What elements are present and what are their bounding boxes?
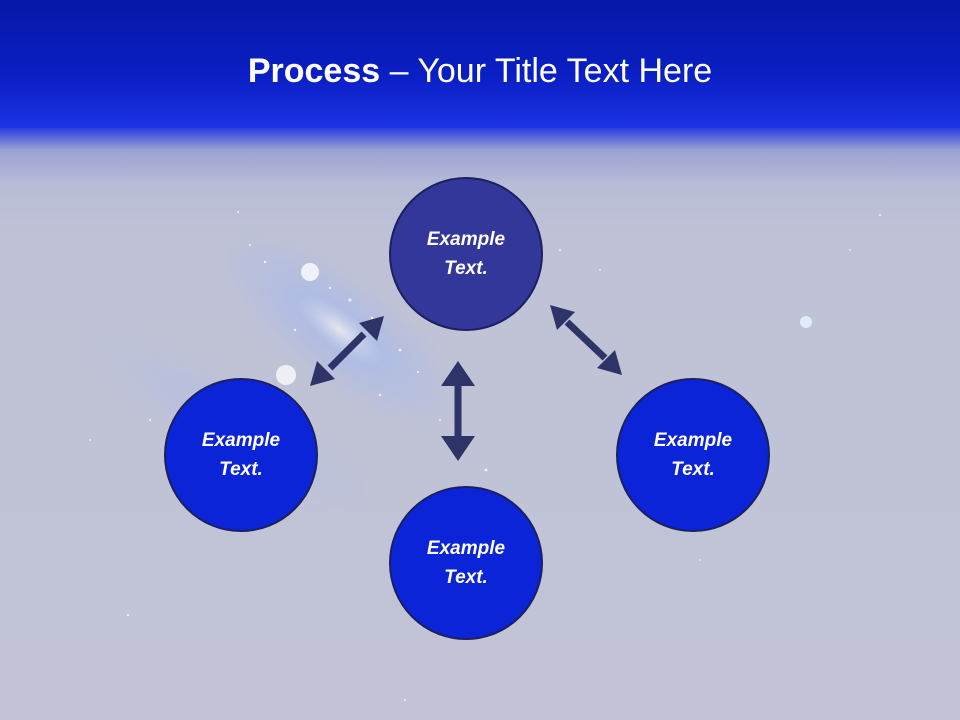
process-node-top: Example Text. <box>389 177 543 331</box>
arrow-top-left-shaft <box>327 331 367 371</box>
double-headed-arrow-icon <box>310 361 335 386</box>
node-text-line1: Example <box>201 430 281 451</box>
arrow-top-right-shaft <box>564 319 608 361</box>
process-node-bottom: Example Text. <box>389 486 543 640</box>
node-text-line1: Example <box>426 229 506 250</box>
node-text-line2: Text. <box>444 258 488 279</box>
node-text-line2: Text. <box>219 459 263 480</box>
node-text-line1: Example <box>426 538 506 559</box>
title-rest: – Your Title Text Here <box>380 52 713 90</box>
node-text-line2: Text. <box>444 567 488 588</box>
page-title: Process – Your Title Text Here <box>0 52 960 91</box>
double-headed-arrow-icon <box>441 436 475 461</box>
process-node-right: Example Text. <box>616 378 770 532</box>
process-node-left: Example Text. <box>164 378 318 532</box>
double-headed-arrow-icon <box>359 316 384 341</box>
double-headed-arrow-icon <box>597 350 622 375</box>
title-band <box>0 0 960 128</box>
node-text-line1: Example <box>653 430 733 451</box>
double-headed-arrow-icon <box>550 305 575 330</box>
title-bold: Process <box>247 52 381 90</box>
node-text-line2: Text. <box>671 459 715 480</box>
double-headed-arrow-icon <box>441 361 475 386</box>
